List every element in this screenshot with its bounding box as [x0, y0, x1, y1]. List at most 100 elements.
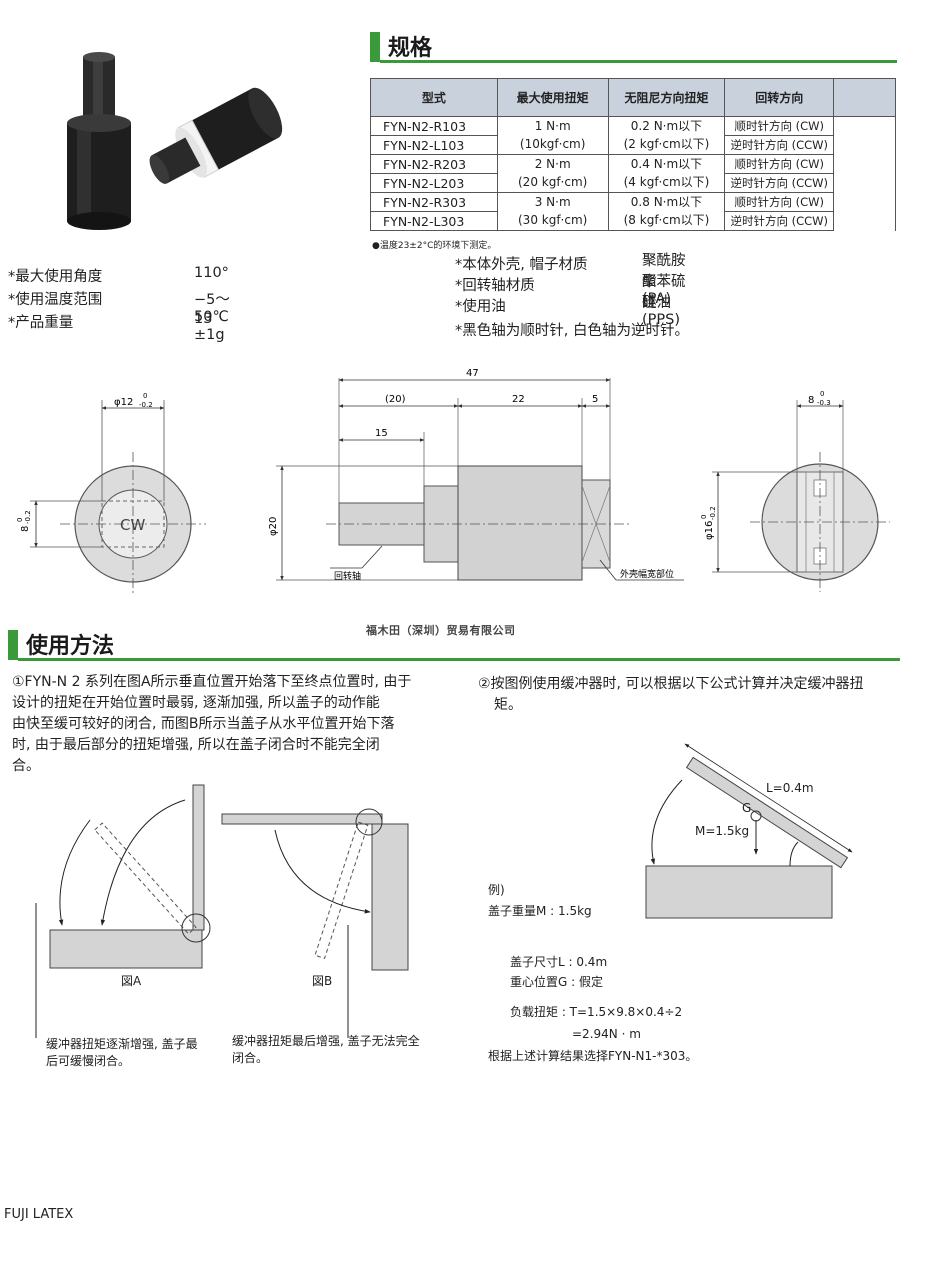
property-row: *回转轴材质 聚苯硫醚 (PPS) — [455, 274, 689, 328]
text-line: 矩。 — [494, 697, 522, 713]
example-torque-result: =2.94N · m — [572, 1027, 641, 1041]
example-conclusion: 根据上述计算结果选择FYN-N1-*303。 — [488, 1049, 698, 1063]
direction-cell: 顺时针方向 (CW) — [724, 192, 835, 212]
usage-figures — [35, 784, 409, 1038]
direction-cell: 逆时针方向 (CCW) — [724, 173, 835, 193]
property-value: 聚苯硫醚 (PPS) — [642, 274, 686, 328]
product-photo — [67, 52, 283, 230]
left-end-view — [30, 400, 206, 596]
spec-title: 规格 — [388, 36, 433, 61]
property-row: *本体外壳, 帽子材质 聚酰胺酯 (PA) — [455, 253, 689, 307]
property-value: 110° — [194, 265, 229, 281]
free-torque-cell: 0.4 N·m以下 — [607, 154, 726, 174]
dim-d12: φ12 — [114, 397, 133, 408]
text-line: 闭合。 — [232, 1051, 269, 1065]
right-properties: *本体外壳, 帽子材质 聚酰胺酯 (PA) *回转轴材质 聚苯硫醚 (PPS) … — [455, 253, 689, 340]
col-header-direction: 回转方向 — [724, 78, 835, 117]
text-line: 后可缓慢闭合。 — [46, 1054, 131, 1068]
side-view — [276, 378, 684, 581]
model-cell: FYN-N2-L303 — [370, 211, 498, 231]
dim-d20: φ20 — [268, 517, 279, 536]
free-torque-cell: (4 kgf·cm以下) — [607, 173, 726, 193]
example-title: 例) — [488, 883, 505, 897]
property-row: *使用温度范围 −5〜50℃ — [8, 288, 230, 325]
text-line: 缓冲器扭矩逐渐增强, 盖子最 — [46, 1037, 198, 1051]
figure-a-caption: 缓冲器扭矩逐渐增强, 盖子最 后可缓慢闭合。 — [46, 1036, 198, 1070]
property-label: *回转轴材质 — [455, 278, 535, 294]
dim-w8r-tol-bot: -0.3 — [817, 399, 831, 407]
example-size: 盖子尺寸L : 0.4m — [510, 955, 608, 969]
company-name: 福木田（深圳）贸易有限公司 — [366, 624, 516, 637]
dim-d16-tol-top: 0 — [700, 515, 708, 519]
shaft-label: 回转轴 — [334, 570, 361, 582]
dim-d12-tol-bot: -0.2 — [139, 401, 153, 409]
dim-15: 15 — [375, 428, 388, 439]
usage-section-header: 使用方法 — [8, 630, 900, 664]
section-marker — [8, 630, 18, 660]
usage-title: 使用方法 — [26, 634, 115, 659]
text-line: 时, 由于最后部分的扭矩增强, 所以在盖子闭合时不能完全闭 — [12, 737, 380, 753]
torque-cell: 2 N·m — [496, 154, 609, 174]
col-header-max-torque: 最大使用扭矩 — [496, 78, 609, 117]
dim-d16: φ16 — [704, 521, 715, 540]
free-torque-cell: 0.2 N·m以下 — [607, 116, 726, 136]
figure-b — [221, 808, 409, 1038]
table-row: FYN-N2-R303 3 N·m 0.8 N·m以下 顺时针方向 (CW) — [370, 192, 896, 212]
free-torque-cell: (8 kgf·cm以下) — [607, 211, 726, 231]
property-row: *最大使用角度 110° — [8, 265, 229, 288]
table-note: ●温度23±2°C的环境下测定。 — [372, 241, 497, 251]
property-value: −5〜50℃ — [194, 292, 230, 325]
text-line: 缓冲器扭矩最后增强, 盖子无法完全 — [232, 1034, 420, 1048]
property-row: *使用油 硅油 — [455, 295, 689, 319]
property-value: 聚酰胺酯 (PA) — [642, 253, 686, 307]
property-row: *产品重量 13 ±1g — [8, 311, 225, 343]
direction-cell: 逆时针方向 (CCW) — [724, 135, 835, 155]
property-label: *使用油 — [455, 299, 506, 315]
table-row: FYN-N2-R203 2 N·m 0.4 N·m以下 顺时针方向 (CW) — [370, 154, 896, 174]
torque-cell: 3 N·m — [496, 192, 609, 212]
text-line: ②按图例使用缓冲器时, 可以根据以下公式计算并决定缓冲器扭 — [478, 676, 864, 692]
label-length: L=0.4m — [766, 781, 814, 795]
figure-b-caption: 缓冲器扭矩最后增强, 盖子无法完全 闭合。 — [232, 1033, 420, 1067]
col-header-free-torque: 无阻尼方向扭矩 — [607, 78, 726, 117]
text-line: 设计的扭矩在开始位置时最弱, 逐渐加强, 所以盖子的动作能 — [12, 695, 380, 711]
direction-cell: 逆时针方向 (CCW) — [724, 211, 835, 231]
model-cell: FYN-N2-R103 — [370, 116, 498, 136]
torque-cell: (20 kgf·cm) — [496, 173, 609, 193]
table-row: FYN-N2-L103 (10kgf·cm) (2 kgf·cm以下) 逆时针方… — [370, 135, 896, 155]
text-line: ①FYN-N 2 系列在图A所示垂直位置开始落下至终点位置时, 由于 — [12, 674, 412, 690]
model-cell: FYN-N2-L103 — [370, 135, 498, 155]
blank-cell — [833, 116, 896, 231]
example-block: 例) 盖子重量M : 1.5kg 盖子尺寸L : 0.4m 重心位置G : 假定… — [488, 882, 697, 1065]
col-header-model: 型式 — [370, 78, 498, 117]
dim-w8r: 8 — [808, 395, 814, 406]
dim-d16-tol-bot: -0.2 — [709, 506, 717, 520]
technical-drawing: φ12 0 -0.2 8 0 -0.2 CW 47 (20) 22 5 15 φ… — [16, 368, 890, 596]
dim-5: 5 — [592, 394, 598, 405]
text-line: 由快至缓可较好的闭合, 而图B所示当盖子从水平位置开始下落 — [12, 716, 395, 732]
torque-cell: (10kgf·cm) — [496, 135, 609, 155]
example-center: 重心位置G : 假定 — [510, 975, 603, 989]
dim-w8-tol-bot: -0.2 — [24, 510, 32, 524]
dim-w8-tol-top: 0 — [16, 518, 24, 522]
usage-paragraph-1: ①FYN-N 2 系列在图A所示垂直位置开始落下至终点位置时, 由于 设计的扭矩… — [12, 672, 452, 777]
property-value: 13 ±1g — [194, 311, 225, 343]
table-row: FYN-N2-L203 (20 kgf·cm) (4 kgf·cm以下) 逆时针… — [370, 173, 896, 193]
direction-cell: 顺时针方向 (CW) — [724, 116, 835, 136]
footer-brand: FUJI LATEX — [4, 1207, 74, 1222]
axis-note: *黑色轴为顺时针, 白色轴为逆时针。 — [455, 323, 689, 339]
dim-22: 22 — [512, 394, 525, 405]
col-header-blank — [833, 78, 896, 117]
table-row: FYN-N2-L303 (30 kgf·cm) (8 kgf·cm以下) 逆时针… — [370, 211, 896, 231]
cw-mark: CW — [120, 516, 145, 534]
figure-a-label: 図A — [121, 974, 142, 988]
torque-cell: 1 N·m — [496, 116, 609, 136]
section-rule — [18, 658, 900, 661]
dim-w8: 8 — [20, 526, 31, 532]
free-torque-cell: 0.8 N·m以下 — [607, 192, 726, 212]
figure-b-label: 図B — [312, 974, 333, 988]
property-label: *本体外壳, 帽子材质 — [455, 257, 588, 273]
torque-cell: (30 kgf·cm) — [496, 211, 609, 231]
label-mass: M=1.5kg — [695, 824, 750, 838]
dim-47: 47 — [466, 368, 479, 379]
